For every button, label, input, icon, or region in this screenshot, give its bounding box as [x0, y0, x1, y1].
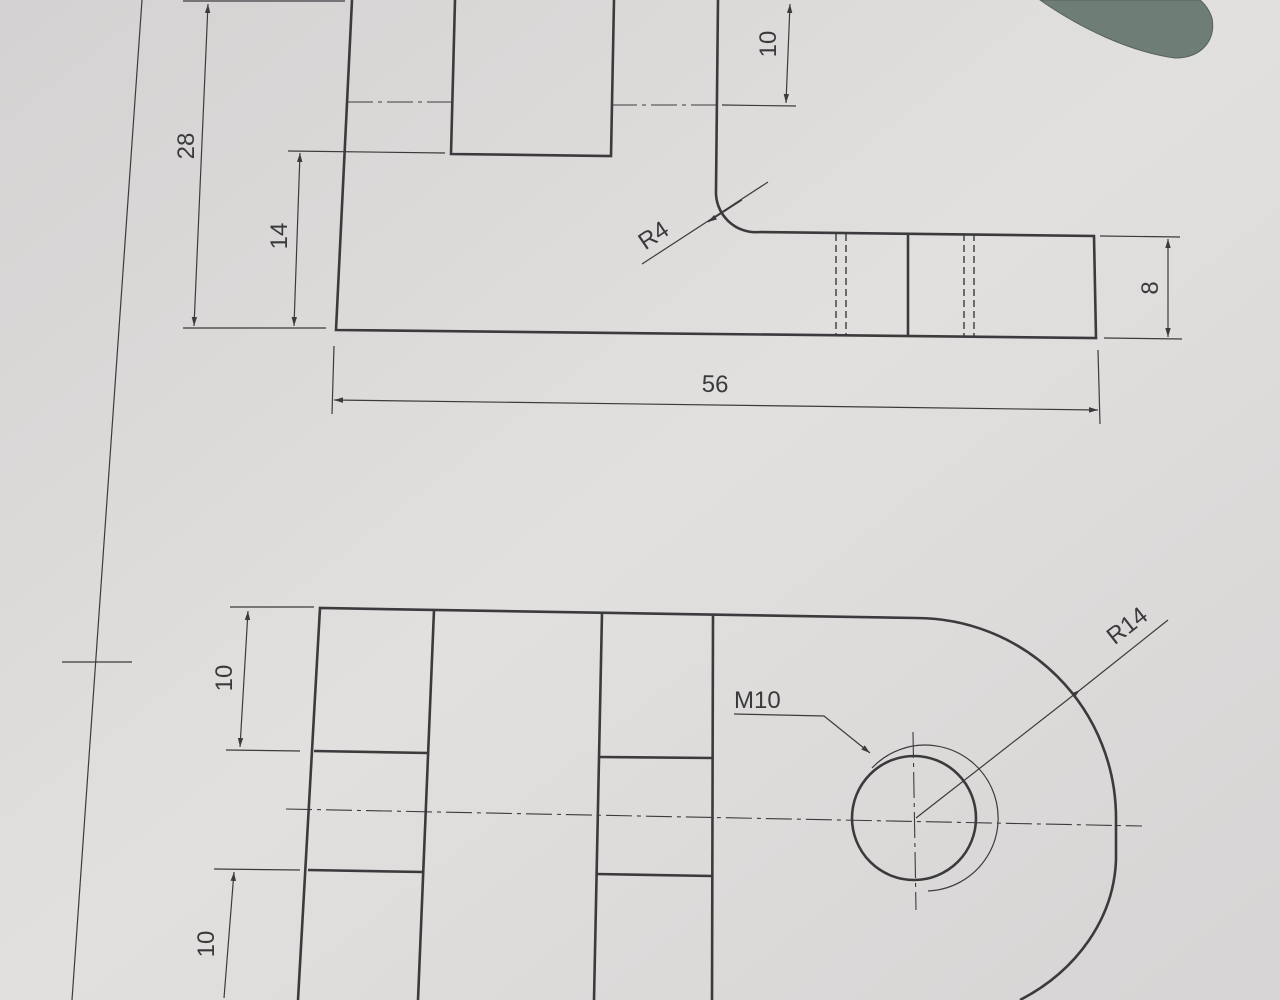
top-slot-line-1	[313, 749, 429, 755]
top-line-2	[592, 612, 604, 1000]
threaded-hole-circle	[850, 754, 978, 882]
dim-10-slot: 10	[755, 31, 782, 58]
front-view: 28 14 10 R4 8 56	[173, 0, 1183, 425]
dim-56: 56	[702, 371, 729, 398]
front-view-outline	[334, 0, 1098, 340]
front-view-slot	[449, 0, 616, 158]
top-slot-line-2	[307, 868, 424, 874]
thread-root-arc	[871, 744, 999, 892]
top-line-3	[710, 614, 715, 1000]
top-view-outline	[296, 606, 1118, 1000]
dim-28: 28	[173, 133, 200, 160]
top-slot-line-4	[595, 872, 713, 878]
top-line-1	[416, 609, 436, 1000]
top-horizontal-center-line	[285, 808, 1143, 827]
top-slot-line-3	[598, 755, 714, 760]
dim-10-lower: 10	[193, 931, 220, 958]
dim-10-upper: 10	[211, 665, 238, 692]
dim-8: 8	[1137, 281, 1164, 294]
dim-m10: M10	[734, 687, 781, 714]
pen-tip	[1039, 0, 1214, 59]
dim-14: 14	[266, 223, 293, 250]
sheet-border	[62, 0, 143, 1000]
top-vertical-center-line	[912, 731, 917, 911]
top-view: 10 10 M10 R14	[193, 602, 1169, 1000]
